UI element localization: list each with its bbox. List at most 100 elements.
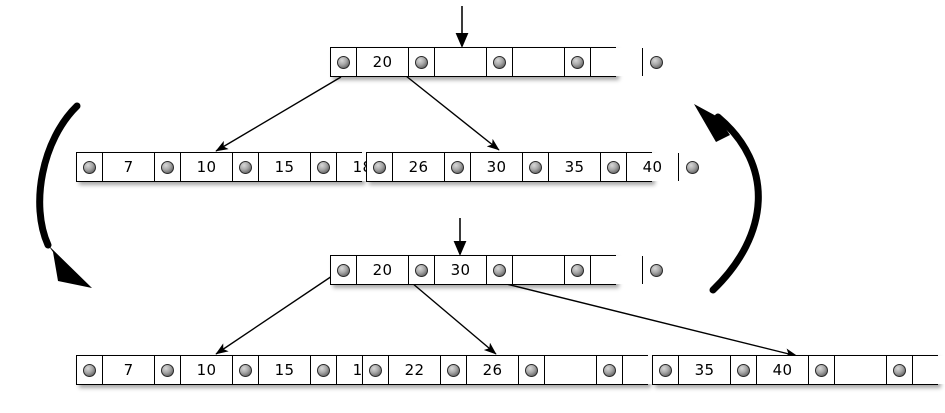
- pointer-cell: [565, 256, 591, 284]
- empty-key-cell: [513, 48, 565, 76]
- pointer-cell: [731, 356, 757, 384]
- pointer-dot-icon: [525, 363, 538, 377]
- parent-child-connectors: [215, 71, 798, 358]
- pointer-cell: [409, 48, 435, 76]
- pointer-dot-icon: [529, 160, 542, 174]
- pointer-cell: [597, 356, 623, 384]
- pointer-dot-icon: [161, 160, 174, 174]
- pointer-cell: [643, 48, 669, 76]
- pointer-dot-icon: [493, 263, 506, 277]
- key-cell: 10: [181, 153, 233, 181]
- key-cell: 20: [357, 256, 409, 284]
- lower-right-leaf-node: 35 40: [652, 355, 945, 385]
- pointer-cell: [77, 153, 103, 181]
- pointer-dot-icon: [317, 160, 330, 174]
- upper-right-leaf-node: 26 30 35 40: [366, 152, 705, 182]
- insertion-point-arrows: [453, 6, 469, 256]
- pointer-dot-icon: [161, 363, 174, 377]
- pointer-dot-icon: [603, 363, 616, 377]
- pointer-dot-icon: [369, 363, 382, 377]
- pointer-dot-icon: [239, 363, 252, 377]
- pointer-cell: [487, 256, 513, 284]
- pointer-dot-icon: [815, 363, 828, 377]
- pointer-cell: [679, 153, 705, 181]
- pointer-dot-icon: [607, 160, 620, 174]
- pointer-cell: [331, 256, 357, 284]
- key-cell: 40: [627, 153, 679, 181]
- right-flow-arrow-up-head: [694, 104, 730, 142]
- pointer-dot-icon: [447, 363, 460, 377]
- empty-key-cell: [591, 256, 643, 284]
- pointer-cell: [643, 256, 669, 284]
- pointer-dot-icon: [649, 263, 663, 277]
- pointer-cell: [331, 48, 357, 76]
- lower-middle-leaf-node: 22 26: [362, 355, 701, 385]
- key-cell: 15: [259, 356, 311, 384]
- pointer-dot-icon: [83, 160, 96, 174]
- pointer-dot-icon: [337, 55, 350, 69]
- pointer-dot-icon: [83, 363, 96, 377]
- pointer-cell: [523, 153, 549, 181]
- empty-key-cell: [913, 356, 945, 384]
- pointer-cell: [653, 356, 679, 384]
- key-cell: 30: [471, 153, 523, 181]
- pointer-dot-icon: [659, 363, 672, 377]
- key-cell: 10: [181, 356, 233, 384]
- key-cell: 22: [389, 356, 441, 384]
- pointer-dot-icon: [373, 160, 386, 174]
- pointer-cell: [233, 153, 259, 181]
- pointer-cell: [565, 48, 591, 76]
- pointer-dot-icon: [493, 55, 506, 69]
- empty-key-cell: [835, 356, 887, 384]
- pointer-dot-icon: [649, 55, 663, 69]
- pointer-cell: [155, 356, 181, 384]
- empty-key-cell: [513, 256, 565, 284]
- pointer-cell: [77, 356, 103, 384]
- key-cell: 35: [549, 153, 601, 181]
- pointer-dot-icon: [317, 363, 330, 377]
- upper-root-node: 20: [330, 47, 669, 77]
- left-flow-arrow-down-head: [48, 245, 92, 288]
- left-flow-arrow-down-curve: [36, 102, 81, 249]
- pointer-cell: [601, 153, 627, 181]
- pointer-dot-icon: [415, 263, 428, 277]
- lower-root-to-left-leaf: [215, 269, 342, 355]
- key-cell: 26: [467, 356, 519, 384]
- key-cell: 30: [435, 256, 487, 284]
- key-cell: 26: [393, 153, 445, 181]
- upper-root-to-left-leaf: [215, 76, 342, 152]
- key-cell: 35: [679, 356, 731, 384]
- upper-root-to-right-leaf: [400, 71, 500, 151]
- key-cell: 40: [757, 356, 809, 384]
- empty-key-cell: [435, 48, 487, 76]
- pointer-cell: [887, 356, 913, 384]
- pointer-cell: [367, 153, 393, 181]
- pointer-dot-icon: [337, 263, 350, 277]
- pointer-dot-icon: [737, 363, 750, 377]
- pointer-cell: [441, 356, 467, 384]
- empty-key-cell: [591, 48, 643, 76]
- pointer-dot-icon: [571, 263, 584, 277]
- empty-key-cell: [545, 356, 597, 384]
- pointer-dot-icon: [415, 55, 428, 69]
- key-cell: 7: [103, 153, 155, 181]
- pointer-dot-icon: [893, 363, 906, 377]
- pointer-cell: [311, 153, 337, 181]
- key-cell: 20: [357, 48, 409, 76]
- pointer-cell: [155, 153, 181, 181]
- pointer-cell: [363, 356, 389, 384]
- right-flow-arrow-up-curve: [709, 113, 762, 294]
- pointer-cell: [445, 153, 471, 181]
- pointer-cell: [487, 48, 513, 76]
- key-cell: 7: [103, 356, 155, 384]
- key-cell: 15: [259, 153, 311, 181]
- pointer-dot-icon: [451, 160, 464, 174]
- pointer-dot-icon: [239, 160, 252, 174]
- pointer-cell: [809, 356, 835, 384]
- pointer-dot-icon: [685, 160, 699, 174]
- pointer-cell: [519, 356, 545, 384]
- pointer-cell: [409, 256, 435, 284]
